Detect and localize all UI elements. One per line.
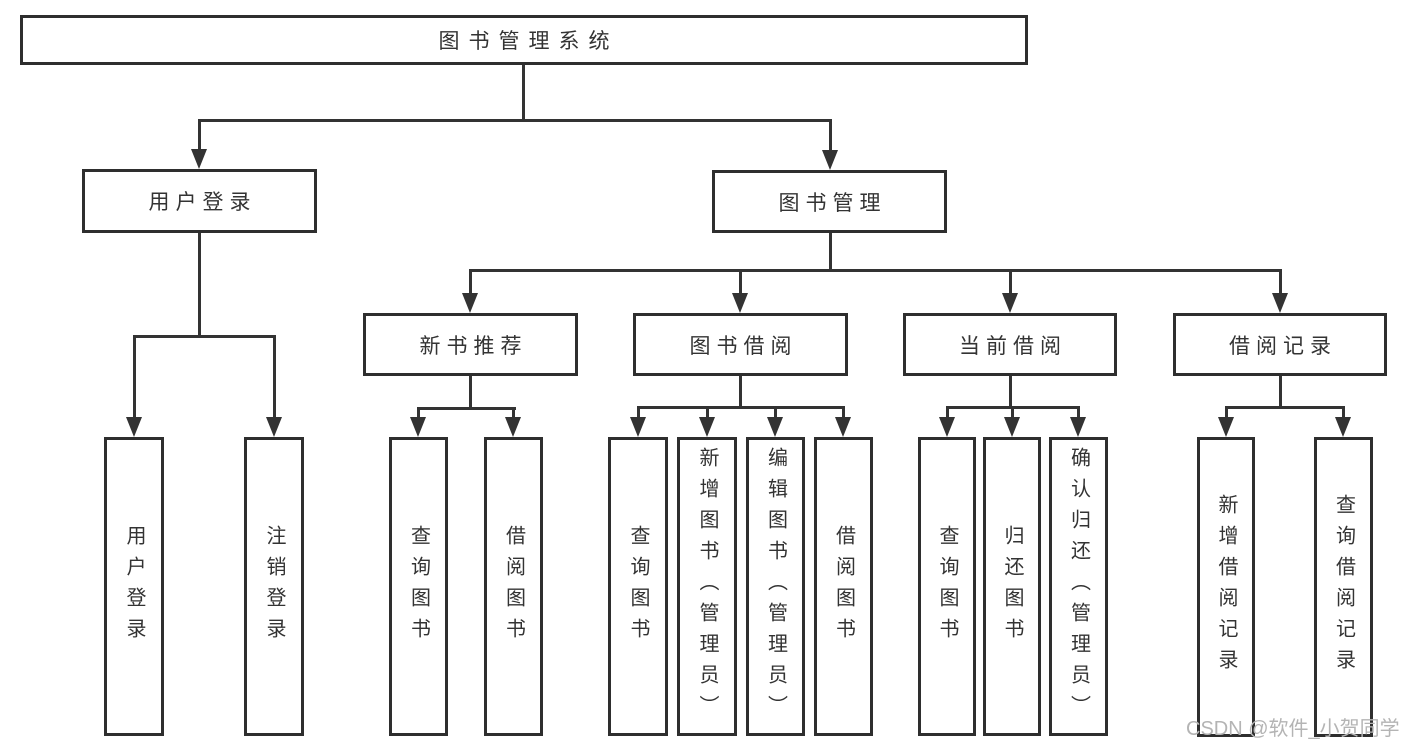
leaf-query-books-2-label: 查询图书 [627,524,649,649]
edge-to-current-borrow [1009,269,1012,294]
edge-to-leaf-login [133,335,136,418]
edge-root-bar [198,119,832,122]
edge-to-borrow-records [1279,269,1282,294]
edge-book-mgmt-bar [469,269,1282,272]
arrowhead-leaf-add-book [699,417,715,437]
node-book-management-label: 图书管理 [778,191,887,215]
leaf-borrow-books-2-label: 借阅图书 [832,524,855,649]
leaf-add-books-admin-label: 新增图书（管理员） [696,447,718,726]
node-library-system: 图书管理系统 [20,15,1028,65]
arrowhead-leaf-query-record [1335,417,1351,437]
edge-root-to-book-mgmt [829,119,832,151]
arrowhead-leaf-add-record [1218,417,1234,437]
node-book-borrowing-label: 图书借阅 [689,334,798,358]
leaf-borrow-books-2: 借阅图书 [814,437,873,736]
leaf-borrow-books-1-label: 借阅图书 [502,524,525,649]
node-current-borrowing: 当前借阅 [903,313,1117,376]
arrowhead-leaf-query-1 [410,417,426,437]
node-user-login-label: 用户登录 [148,191,257,214]
leaf-query-books-2: 查询图书 [608,437,668,736]
arrowhead-leaf-edit-book [767,417,783,437]
leaf-query-books-1-label: 查询图书 [407,524,430,649]
edge-to-leaf-query-2 [637,406,640,418]
leaf-add-borrow-record: 新增借阅记录 [1197,437,1255,737]
edge-root-to-user-login [198,119,201,150]
leaf-add-borrow-record-label: 新增借阅记录 [1215,494,1237,680]
arrowhead-leaf-logout [266,417,282,437]
edge-to-leaf-query-3 [946,406,949,418]
edge-to-leaf-confirm-return [1077,406,1080,418]
edge-to-leaf-logout [273,335,276,418]
arrowhead-borrow-records [1272,293,1288,313]
edge-to-leaf-return-book [1011,406,1014,418]
leaf-return-books: 归还图书 [983,437,1041,736]
node-user-login: 用户登录 [82,169,317,233]
edge-to-leaf-add-record [1225,406,1228,418]
csdn-watermark: CSDN @软件_小贺同学 [1186,718,1400,740]
node-new-book-recommend-label: 新书推荐 [419,334,528,358]
leaf-confirm-return-admin-label: 确认归还（管理员） [1067,447,1090,726]
edge-to-leaf-edit-book [774,406,777,418]
node-borrowing-records: 借阅记录 [1173,313,1387,376]
edge-to-book-borrow [739,269,742,294]
arrowhead-book-borrow [732,293,748,313]
edge-to-leaf-query-1 [417,407,420,418]
leaf-query-books-3-label: 查询图书 [936,524,958,649]
edge-user-login-stem [198,233,201,337]
arrowhead-leaf-confirm-return [1070,417,1086,437]
leaf-query-books-3: 查询图书 [918,437,976,736]
edge-to-leaf-borrow-2 [842,406,845,418]
edge-user-login-bar [133,335,276,338]
edge-current-borrow-stem [1009,376,1012,408]
edge-new-books-stem [469,376,472,409]
leaf-logout-label: 注销登录 [263,524,285,649]
leaf-add-books-admin: 新增图书（管理员） [677,437,737,736]
arrowhead-leaf-return-book [1004,417,1020,437]
leaf-user-login-label: 用户登录 [123,524,145,649]
node-book-borrowing: 图书借阅 [633,313,848,376]
arrowhead-leaf-borrow-2 [835,417,851,437]
leaf-borrow-books-1: 借阅图书 [484,437,543,736]
leaf-edit-books-admin-label: 编辑图书（管理员） [764,447,787,726]
node-library-system-label: 图书管理系统 [438,30,619,53]
leaf-query-books-1: 查询图书 [389,437,448,736]
edge-book-mgmt-stem [829,233,832,271]
edge-root-stem [522,65,525,121]
leaf-query-borrow-record-label: 查询借阅记录 [1332,494,1355,680]
arrowhead-user-login [191,149,207,169]
arrowhead-leaf-borrow-1 [505,417,521,437]
leaf-query-borrow-record: 查询借阅记录 [1314,437,1373,737]
edge-to-leaf-query-record [1342,406,1345,418]
edge-to-leaf-borrow-1 [512,407,515,418]
edge-borrow-records-bar [1225,406,1345,409]
arrowhead-leaf-query-2 [630,417,646,437]
edge-new-books-bar [417,407,516,410]
arrowhead-leaf-query-3 [939,417,955,437]
arrowhead-leaf-login [126,417,142,437]
arrowhead-book-mgmt [822,150,838,170]
edge-book-borrow-bar [637,406,845,409]
edge-book-borrow-stem [739,376,742,408]
node-borrowing-records-label: 借阅记录 [1229,334,1337,358]
leaf-user-login: 用户登录 [104,437,164,736]
leaf-logout: 注销登录 [244,437,304,736]
arrowhead-new-books [462,293,478,313]
node-current-borrowing-label: 当前借阅 [959,334,1067,358]
edge-borrow-records-stem [1279,376,1282,408]
leaf-edit-books-admin: 编辑图书（管理员） [746,437,805,736]
arrowhead-current-borrow [1002,293,1018,313]
node-book-management: 图书管理 [712,170,947,233]
edge-to-leaf-add-book [706,406,709,418]
node-new-book-recommend: 新书推荐 [363,313,578,376]
leaf-confirm-return-admin: 确认归还（管理员） [1049,437,1108,736]
leaf-return-books-label: 归还图书 [1001,524,1023,649]
edge-to-new-books [469,269,472,294]
